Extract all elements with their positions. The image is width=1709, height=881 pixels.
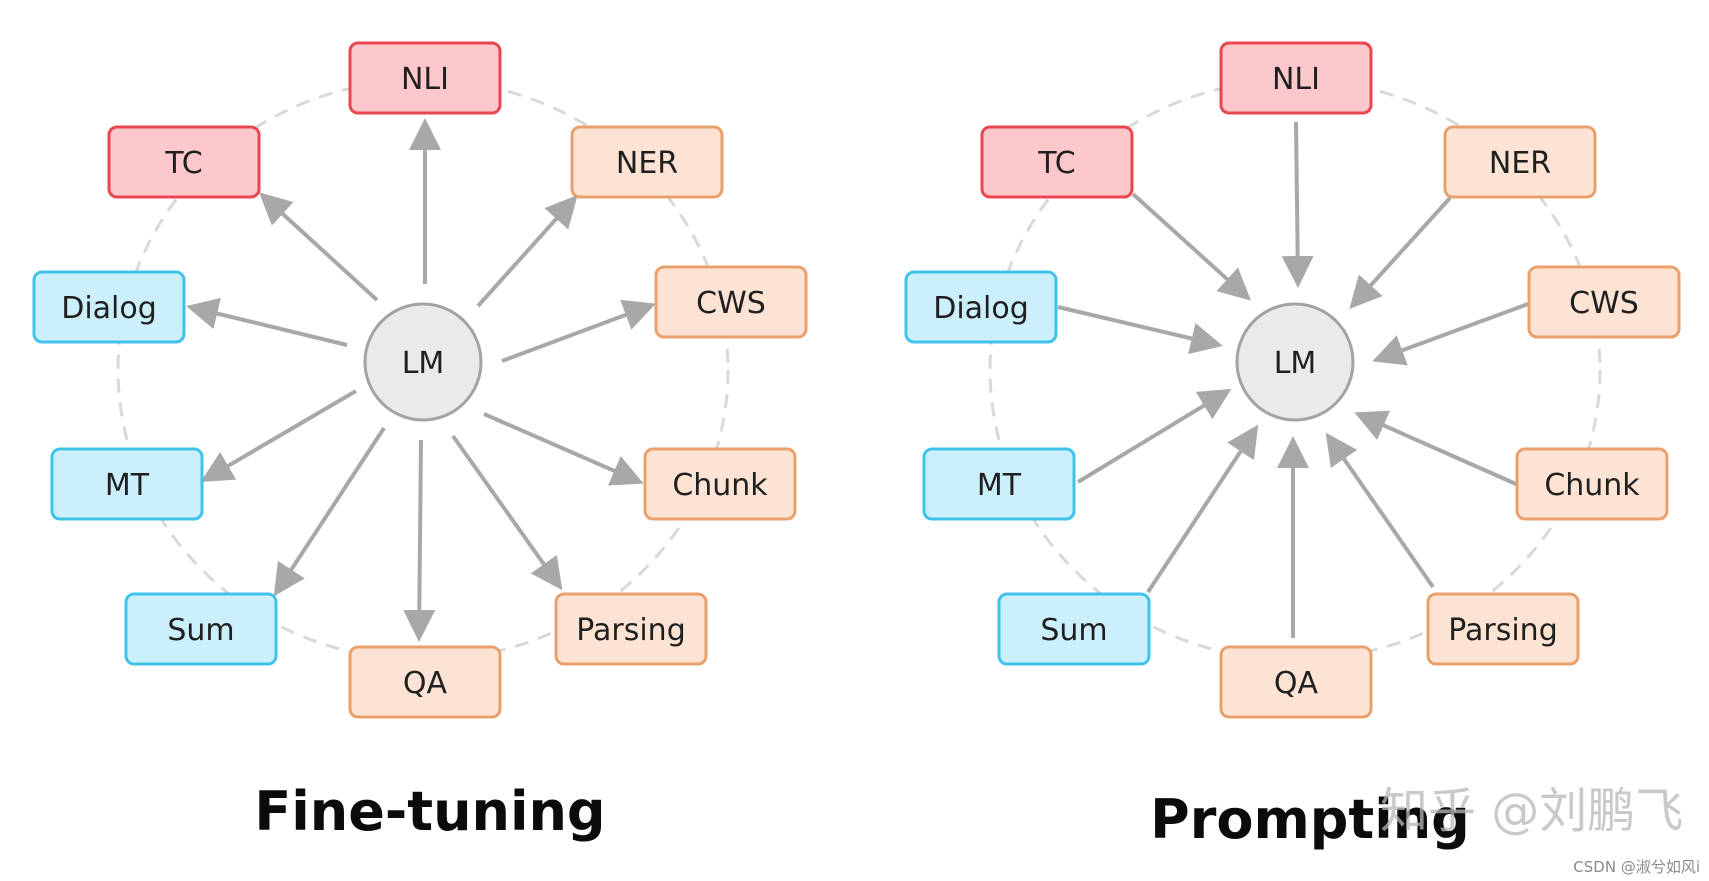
finetuning-task-ner: NER — [570, 125, 724, 199]
finetuning-task-label-mt: MT — [105, 468, 150, 503]
finetuning-task-box-nli — [348, 41, 502, 115]
prompting-task-box-sum — [997, 592, 1151, 666]
finetuning-task-label-ner: NER — [616, 146, 678, 181]
finetuning-task-box-tc — [107, 125, 261, 199]
prompting-task-box-dialog — [904, 270, 1058, 344]
prompting-task-label-chunk: Chunk — [1544, 468, 1640, 503]
prompting-task-label-cws: CWS — [1569, 286, 1639, 321]
finetuning-task-box-cws — [654, 265, 808, 339]
finetuning-arrow-tc — [259, 192, 379, 302]
finetuning-task-label-parsing: Parsing — [576, 613, 685, 648]
finetuning-task-chunk: Chunk — [643, 447, 797, 521]
finetuning-task-cws: CWS — [654, 265, 808, 339]
finetuning-task-box-dialog — [32, 270, 186, 344]
finetuning-task-label-nli: NLI — [401, 62, 449, 97]
finetuning-task-parsing: Parsing — [554, 592, 708, 666]
finetuning-arrow-mt — [200, 389, 358, 483]
prompting-task-ner: NER — [1443, 125, 1597, 199]
finetuning-task-qa: QA — [348, 645, 502, 719]
finetuning-task-box-parsing — [554, 592, 708, 666]
prompting-task-label-tc: TC — [1037, 146, 1076, 181]
finetuning-task-box-sum — [124, 592, 278, 666]
finetuning-lm-label: LM — [402, 346, 445, 381]
prompting-task-nli: NLI — [1219, 41, 1373, 115]
prompting-task-label-parsing: Parsing — [1448, 613, 1557, 648]
prompting-task-box-nli — [1219, 41, 1373, 115]
prompting-task-box-cws — [1527, 265, 1681, 339]
prompting-arrow-dialog — [1057, 305, 1223, 355]
prompting-task-box-qa — [1219, 645, 1373, 719]
finetuning-caption: Fine-tuning — [254, 780, 605, 843]
finetuning-task-label-chunk: Chunk — [672, 468, 768, 503]
finetuning-task-nli: NLI — [348, 41, 502, 115]
prompting-task-label-nli: NLI — [1272, 62, 1320, 97]
prompting-task-tc: TC — [980, 125, 1134, 199]
csdn-watermark: CSDN @淑兮如风i — [1573, 858, 1700, 876]
prompting-lm-circle — [1235, 302, 1355, 422]
prompting-task-box-mt — [922, 447, 1076, 521]
finetuning-lm-circle — [363, 302, 483, 422]
finetuning-task-tc: TC — [107, 125, 261, 199]
finetuning-task-box-ner — [570, 125, 724, 199]
prompting-task-sum: Sum — [997, 592, 1151, 666]
finetuning-task-label-dialog: Dialog — [61, 291, 157, 326]
prompting-task-box-ner — [1443, 125, 1597, 199]
prompting-task-mt: MT — [922, 447, 1076, 521]
finetuning-task-label-qa: QA — [403, 666, 448, 701]
prompting-arrow-mt — [1076, 388, 1232, 484]
zhihu-watermark: 知乎 @刘鹏飞 — [1380, 783, 1683, 839]
finetuning-arrow-chunk — [483, 412, 644, 486]
prompting-lm-node: LM — [1235, 302, 1355, 422]
finetuning-task-sum: Sum — [124, 592, 278, 666]
finetuning-task-label-cws: CWS — [696, 286, 766, 321]
finetuning-arrow-sum — [273, 426, 386, 597]
prompting-task-cws: CWS — [1527, 265, 1681, 339]
prompting-arrow-cws — [1372, 302, 1529, 366]
prompting-arrow-sum — [1146, 424, 1259, 594]
prompting-task-chunk: Chunk — [1515, 447, 1669, 521]
prompting-arrow-parsing — [1325, 432, 1435, 589]
finetuning-task-label-sum: Sum — [167, 613, 234, 648]
prompting-task-box-chunk — [1515, 447, 1669, 521]
prompting-task-box-parsing — [1426, 592, 1580, 666]
prompting-caption: Prompting — [1150, 788, 1470, 851]
prompting-task-parsing: Parsing — [1426, 592, 1580, 666]
prompting-lm-label: LM — [1274, 346, 1317, 381]
prompting-arrow-ner — [1349, 196, 1452, 309]
prompting-task-box-tc — [980, 125, 1134, 199]
prompting-task-label-ner: NER — [1489, 146, 1551, 181]
finetuning-lm-node: LM — [363, 302, 483, 422]
finetuning-arrow-qa — [403, 439, 436, 642]
finetuning-arrow-parsing — [451, 434, 563, 591]
finetuning-task-label-tc: TC — [164, 146, 203, 181]
finetuning-task-box-chunk — [643, 447, 797, 521]
prompting-task-qa: QA — [1219, 645, 1373, 719]
finetuning-task-dialog: Dialog — [32, 270, 186, 344]
finetuning-task-mt: MT — [50, 447, 204, 521]
finetuning-arrow-dialog — [186, 298, 348, 347]
prompting-task-label-sum: Sum — [1040, 613, 1107, 648]
prompting-arrow-chunk — [1354, 410, 1517, 486]
prompting-task-dialog: Dialog — [904, 270, 1058, 344]
finetuning-task-box-qa — [348, 645, 502, 719]
prompting-task-label-mt: MT — [977, 468, 1022, 503]
prompting-task-label-dialog: Dialog — [933, 291, 1029, 326]
prompting-task-label-qa: QA — [1274, 666, 1319, 701]
finetuning-arrow-ner — [476, 195, 578, 308]
prompting-arrow-tc — [1131, 192, 1251, 301]
prompting-arrow-nli — [1281, 121, 1314, 288]
finetuning-arrow-cws — [501, 299, 656, 363]
finetuning-task-box-mt — [50, 447, 204, 521]
